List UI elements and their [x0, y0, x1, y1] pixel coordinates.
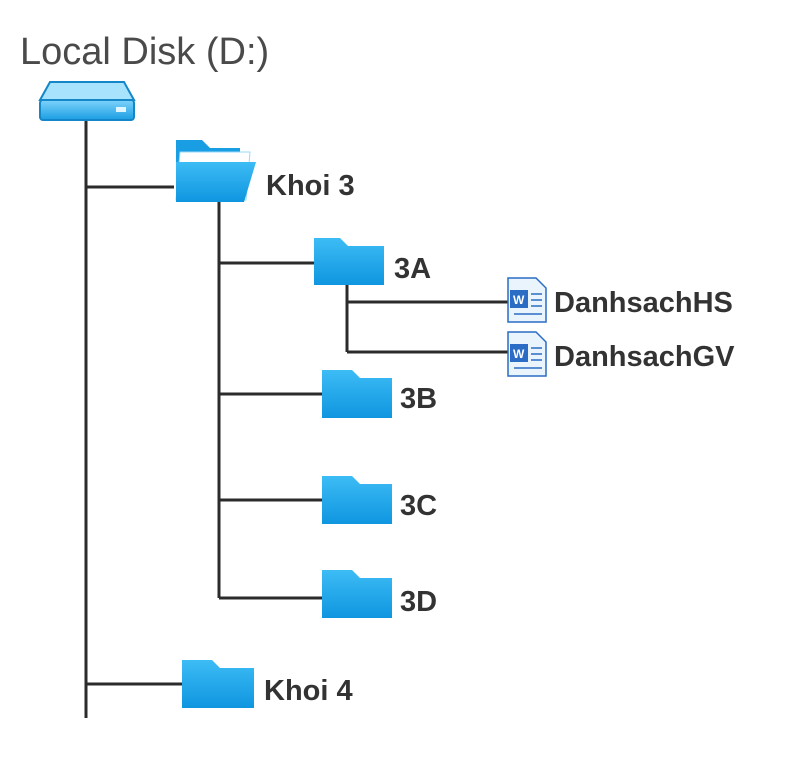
- folder-icon: [322, 570, 392, 618]
- svg-text:W: W: [513, 347, 525, 361]
- tree-connectors: [84, 120, 508, 718]
- folder-label-khoi4: Khoi 4: [264, 675, 353, 707]
- folder-khoi4[interactable]: Khoi 4: [182, 660, 353, 708]
- word-document-icon: W: [507, 277, 547, 323]
- root-label: Local Disk (D:): [20, 31, 269, 73]
- file-danhsachgv[interactable]: W DanhsachGV: [507, 331, 735, 377]
- folder-3b[interactable]: 3B: [322, 370, 437, 418]
- folder-icon: [314, 238, 384, 285]
- folder-icon: [182, 660, 254, 708]
- root-node[interactable]: Local Disk (D:): [20, 31, 269, 121]
- folder-3c[interactable]: 3C: [322, 476, 437, 524]
- open-folder-icon: [175, 140, 256, 202]
- folder-label-3d: 3D: [400, 586, 437, 618]
- folder-3a[interactable]: 3A: [314, 238, 431, 285]
- folder-label-khoi3: Khoi 3: [266, 170, 355, 202]
- folder-label-3b: 3B: [400, 383, 437, 415]
- folder-label-3c: 3C: [400, 490, 437, 522]
- file-label-danhsachgv: DanhsachGV: [554, 341, 735, 373]
- folder-icon: [322, 370, 392, 418]
- hard-drive-icon: [38, 81, 136, 121]
- folder-khoi3[interactable]: Khoi 3: [175, 140, 355, 202]
- folder-label-3a: 3A: [394, 253, 431, 285]
- word-document-icon: W: [507, 331, 547, 377]
- folder-icon: [322, 476, 392, 524]
- svg-text:W: W: [513, 293, 525, 307]
- file-label-danhsachhs: DanhsachHS: [554, 287, 733, 319]
- folder-3d[interactable]: 3D: [322, 570, 437, 618]
- file-danhsachhs[interactable]: W DanhsachHS: [507, 277, 733, 323]
